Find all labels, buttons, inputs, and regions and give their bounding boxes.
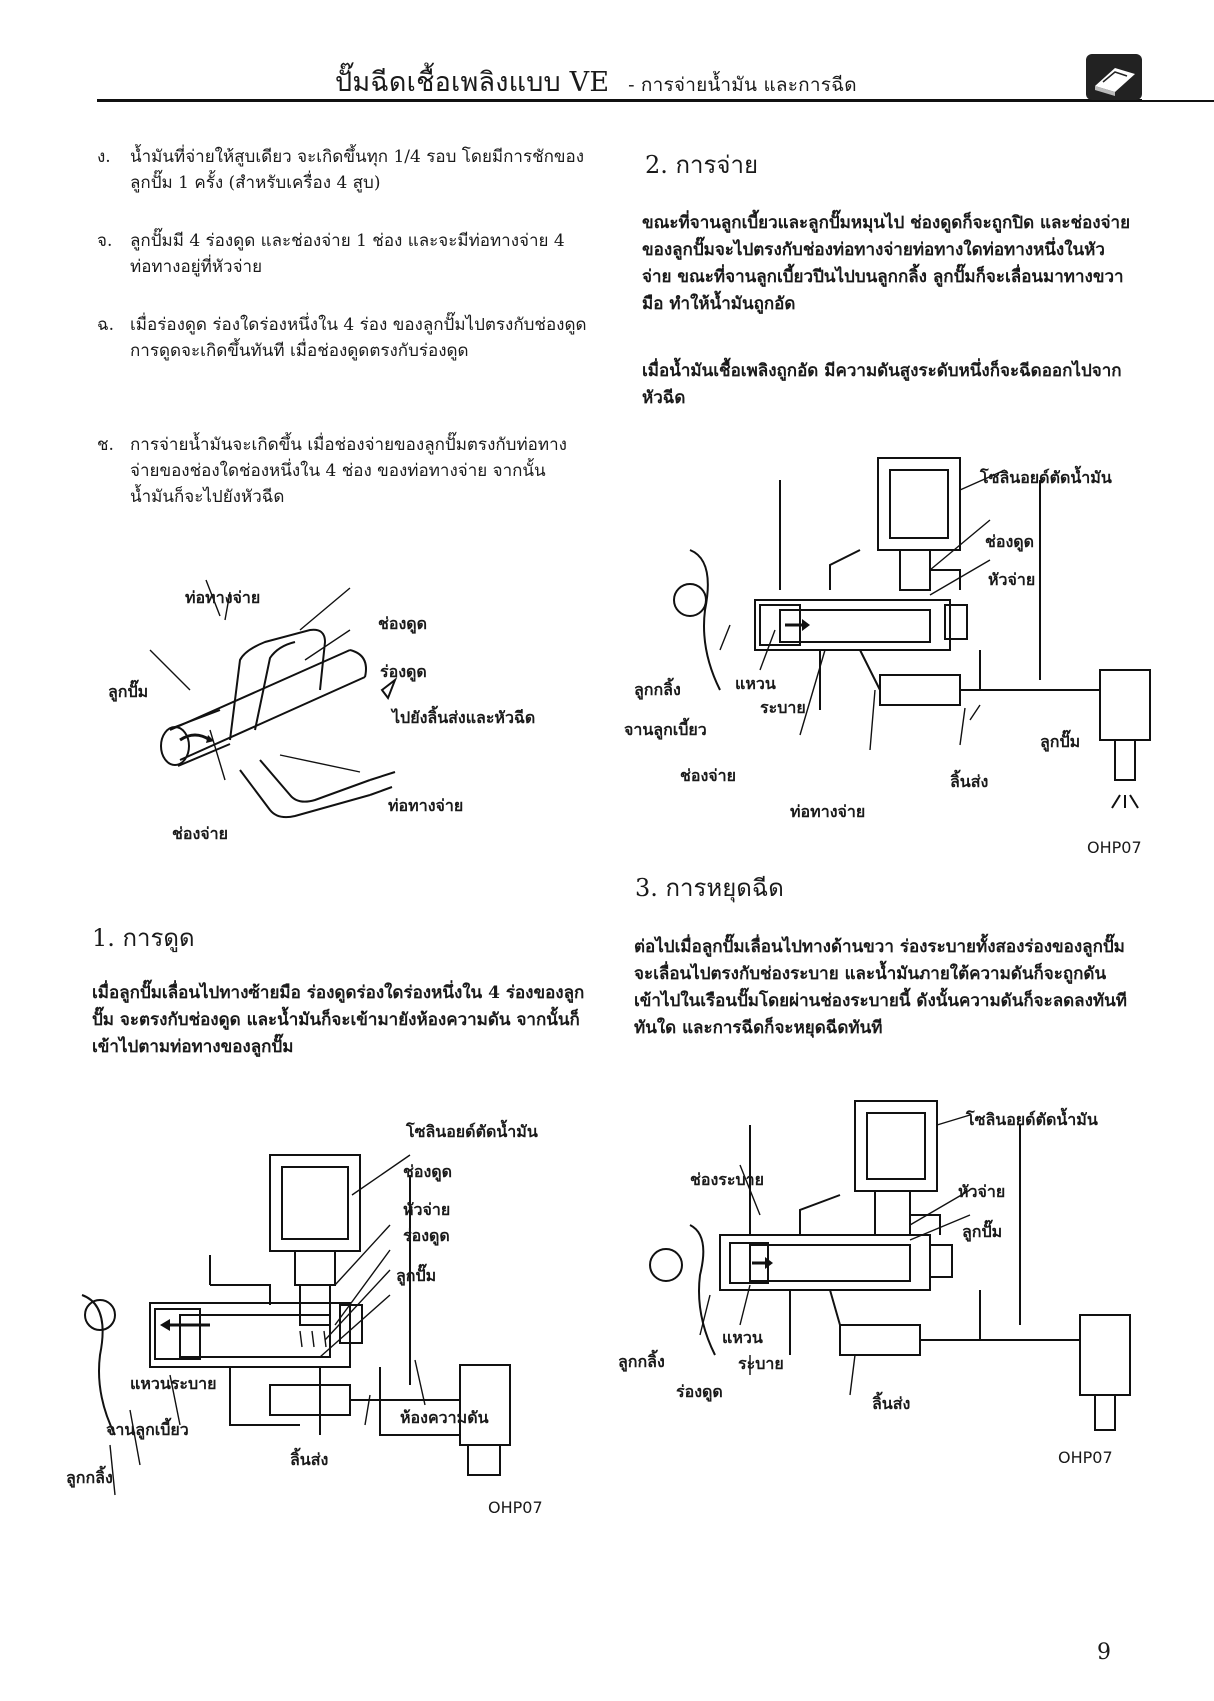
list-text: ลูกปั๊มมี 4 ร่องดูด และช่องจ่าย 1 ช่อง แ… [130, 231, 565, 277]
label-outlet-port: ช่องจ่าย [172, 824, 229, 843]
fig2-label-intake-port: ช่องดูด [985, 532, 1035, 551]
fig1-label-intake-groove: ร่องดูด [403, 1226, 450, 1245]
fig2-code: OHP07 [1087, 838, 1142, 857]
label-intake-port: ช่องดูด [378, 614, 428, 633]
fig3-label-plunger: ลูกปั๊ม [962, 1222, 1003, 1241]
fig2-label-outlet-passage: ท่อทางจ่าย [790, 802, 866, 821]
fig1-label-head: หัวจ่าย [403, 1200, 451, 1219]
list-marker: ง. [97, 147, 111, 167]
header-rule [97, 99, 1142, 102]
fig3-label-solenoid: โซลินอยด์ตัดน้ำมัน [966, 1110, 1098, 1129]
list-item: ง. น้ำมันที่จ่ายให้สูบเดียว จะเกิดขึ้นทุ… [97, 144, 587, 196]
header-rule-tail [1140, 100, 1214, 102]
list-text: การจ่ายน้ำมันจะเกิดขึ้น เมื่อช่องจ่ายของ… [130, 435, 567, 507]
fig2-label-outlet-port: ช่องจ่าย [680, 766, 737, 785]
section2-body1: ขณะที่จานลูกเบี้ยวและลูกปั๊มหมุนไป ช่องด… [642, 213, 1131, 314]
fig3-code: OHP07 [1058, 1448, 1113, 1467]
section1-heading: 1. การดูด [92, 924, 195, 952]
page-number: 9 [1097, 1640, 1111, 1665]
title-subtitle: - การจ่ายน้ำมัน และการฉีด [628, 74, 857, 96]
fig2-label-head: หัวจ่าย [988, 570, 1036, 589]
fig1-code: OHP07 [488, 1498, 543, 1517]
fig3-label-intake-port: ร่องดูด [676, 1382, 723, 1401]
fig1-label-spill-ring: แหวนระบาย [130, 1374, 217, 1393]
fig1-label-cam-plate: จานลูกเบี้ยว [106, 1420, 189, 1439]
list-marker: ฉ. [97, 315, 114, 335]
fig1-label-delivery-valve: ลิ้นส่ง [290, 1450, 329, 1469]
label-outlet-bottom: ท่อทางจ่าย [388, 796, 464, 815]
list-item: ช. การจ่ายน้ำมันจะเกิดขึ้น เมื่อช่องจ่าย… [97, 432, 587, 510]
fig3-label-roller: ลูกกลิ้ง [618, 1352, 665, 1371]
title-main: ปั๊มฉีดเชื้อเพลิงแบบ VE [335, 67, 610, 98]
fig3-diagram [649, 1100, 1131, 1431]
fig3-label-head: หัวจ่าย [958, 1182, 1006, 1201]
fig2-label-delivery-valve: ลิ้นส่ง [950, 772, 989, 791]
label-intake-groove: ร่องดูด [380, 662, 427, 681]
list-item: ฉ. เมื่อร่องดูด ร่องใดร่องหนึ่งใน 4 ร่อง… [97, 312, 587, 364]
fig1-diagram [81, 1154, 511, 1496]
section3-body: ต่อไปเมื่อลูกปั๊มเลื่อนไปทางด้านขวา ร่อง… [634, 937, 1127, 1038]
fig3-label-spill-ring-1: แหวน [722, 1328, 763, 1347]
section1-body: เมื่อลูกปั๊มเลื่อนไปทางซ้ายมือ ร่องดูดร่… [92, 983, 585, 1057]
list-text: น้ำมันที่จ่ายให้สูบเดียว จะเกิดขึ้นทุก 1… [130, 147, 585, 193]
fig2-label-solenoid: โซลินอยด์ตัดน้ำมัน [980, 468, 1112, 487]
section3-heading: 3. การหยุดฉีด [635, 874, 784, 902]
label-outlet-top: ท่อทางจ่าย [185, 588, 261, 607]
fig1-label-intake-port: ช่องดูด [403, 1162, 453, 1181]
fig1-label-pressure-chamber: ห้องความดัน [400, 1408, 489, 1427]
plunger-diagram [149, 579, 398, 819]
fig2-diagram [673, 457, 1151, 809]
section2-body2: เมื่อน้ำมันเชื้อเพลิงถูกอัด มีความดันสูง… [642, 361, 1122, 408]
page-title: ปั๊มฉีดเชื้อเพลิงแบบ VE - การจ่ายน้ำมัน … [335, 60, 857, 103]
list-marker: ช. [97, 435, 114, 455]
section2-heading: 2. การจ่าย [645, 151, 759, 179]
list-marker: จ. [97, 231, 113, 251]
fig2-label-plunger: ลูกปั๊ม [1040, 732, 1081, 751]
fig2-label-cam-plate: จานลูกเบี้ยว [624, 720, 707, 739]
fig3-label-delivery-valve: ลิ้นส่ง [872, 1394, 911, 1413]
list-item: จ. ลูกปั๊มมี 4 ร่องดูด และช่องจ่าย 1 ช่อ… [97, 228, 587, 280]
fig2-label-spill-ring-2: ระบาย [760, 698, 806, 717]
fig1-label-solenoid: โซลินอยด์ตัดน้ำมัน [406, 1122, 538, 1141]
fig1-label-roller: ลูกกลิ้ง [66, 1468, 113, 1487]
fig1-label-plunger: ลูกปั๊ม [396, 1266, 437, 1285]
fig3-label-spill-port: ช่องระบาย [690, 1170, 764, 1189]
label-to-valve: ไปยังลิ้นส่งและหัวฉีด [392, 708, 536, 727]
label-plunger: ลูกปั๊ม [108, 682, 149, 701]
book-icon [1086, 54, 1142, 100]
fig2-label-spill-ring-1: แหวน [735, 674, 776, 693]
fig2-label-roller: ลูกกลิ้ง [634, 680, 681, 699]
fig3-label-spill-ring-2: ระบาย [738, 1354, 784, 1373]
list-text: เมื่อร่องดูด ร่องใดร่องหนึ่งใน 4 ร่อง ขอ… [130, 315, 587, 361]
